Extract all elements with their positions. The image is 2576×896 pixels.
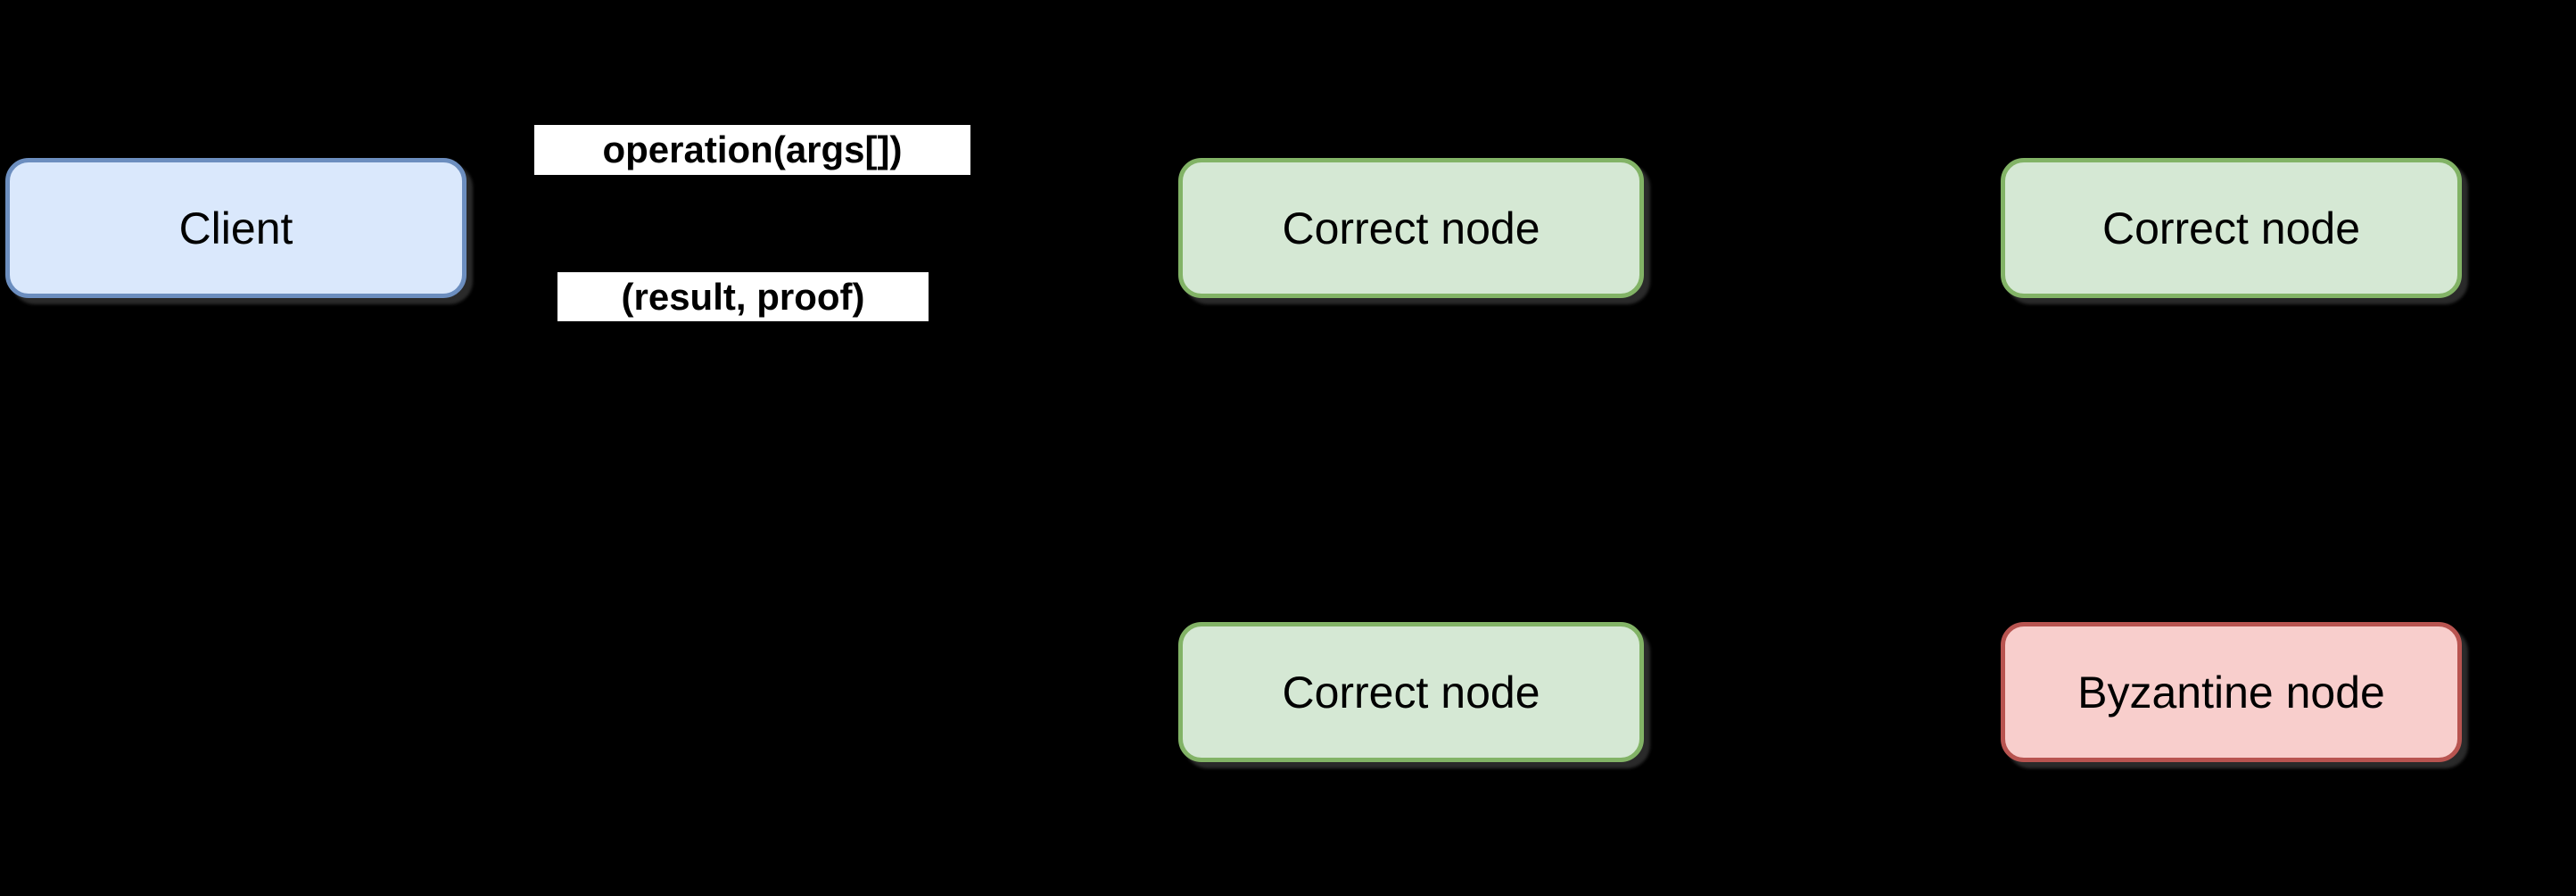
message-request-text: operation(args[]) bbox=[602, 129, 903, 170]
node-correct-top-left-label: Correct node bbox=[1282, 203, 1540, 253]
node-correct-bottom: Correct node bbox=[1178, 622, 1644, 762]
node-byzantine-label: Byzantine node bbox=[2077, 667, 2385, 718]
node-byzantine: Byzantine node bbox=[2001, 622, 2462, 762]
node-correct-bottom-label: Correct node bbox=[1282, 667, 1540, 718]
message-request-label: operation(args[]) bbox=[534, 125, 970, 175]
node-correct-top-right: Correct node bbox=[2001, 158, 2462, 298]
node-correct-top-left: Correct node bbox=[1178, 158, 1644, 298]
node-client-label: Client bbox=[178, 203, 293, 253]
message-response-label: (result, proof) bbox=[557, 272, 929, 321]
message-response-text: (result, proof) bbox=[621, 275, 865, 318]
node-client: Client bbox=[5, 158, 466, 298]
node-correct-top-right-label: Correct node bbox=[2101, 203, 2361, 253]
